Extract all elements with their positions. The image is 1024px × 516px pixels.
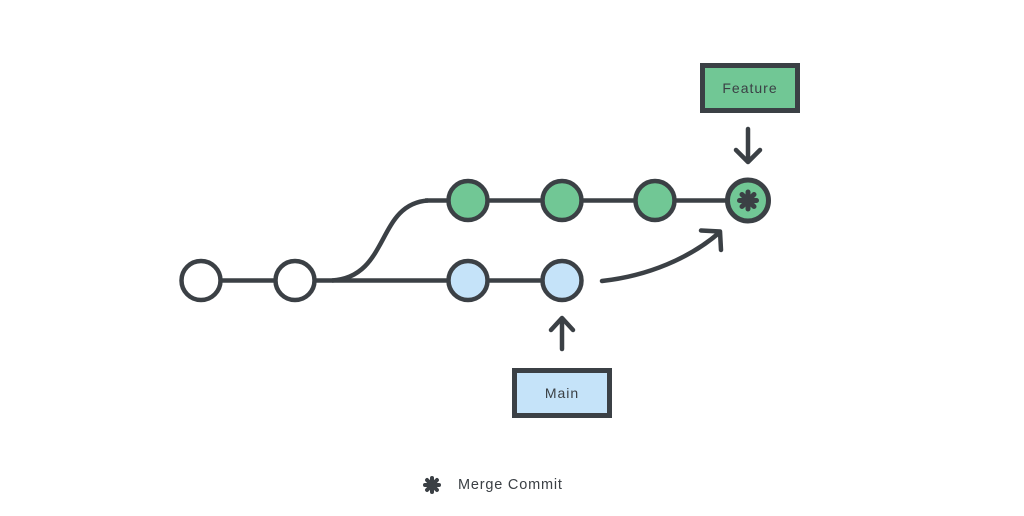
legend-merge-commit-label: Merge Commit: [458, 477, 563, 493]
merge-arrow-head: [698, 228, 724, 253]
branch-off-curve: [331, 198, 429, 283]
main-arrow-head: [548, 315, 576, 333]
commit-node-feature-1: [446, 178, 490, 223]
commit-node-main-1: [179, 258, 223, 303]
main-branch-label: Main: [544, 385, 580, 401]
commit-node-feature-2: [540, 178, 584, 223]
feature-branch-label-box: Feature: [700, 63, 800, 113]
main-branch-label-box: Main: [512, 368, 612, 418]
merge-commit-asterisk-icon: [737, 189, 759, 212]
commit-node-feature-3: [633, 178, 677, 223]
commit-node-main-3: [446, 258, 490, 303]
commit-node-main-2: [273, 258, 317, 303]
legend: Merge Commit: [421, 474, 563, 496]
feature-branch-label: Feature: [722, 80, 778, 96]
merge-arrow-curve: [599, 230, 722, 284]
feature-arrow-head: [733, 147, 763, 165]
commit-node-main-4: [540, 258, 584, 303]
merge-commit-icon: [423, 476, 441, 494]
